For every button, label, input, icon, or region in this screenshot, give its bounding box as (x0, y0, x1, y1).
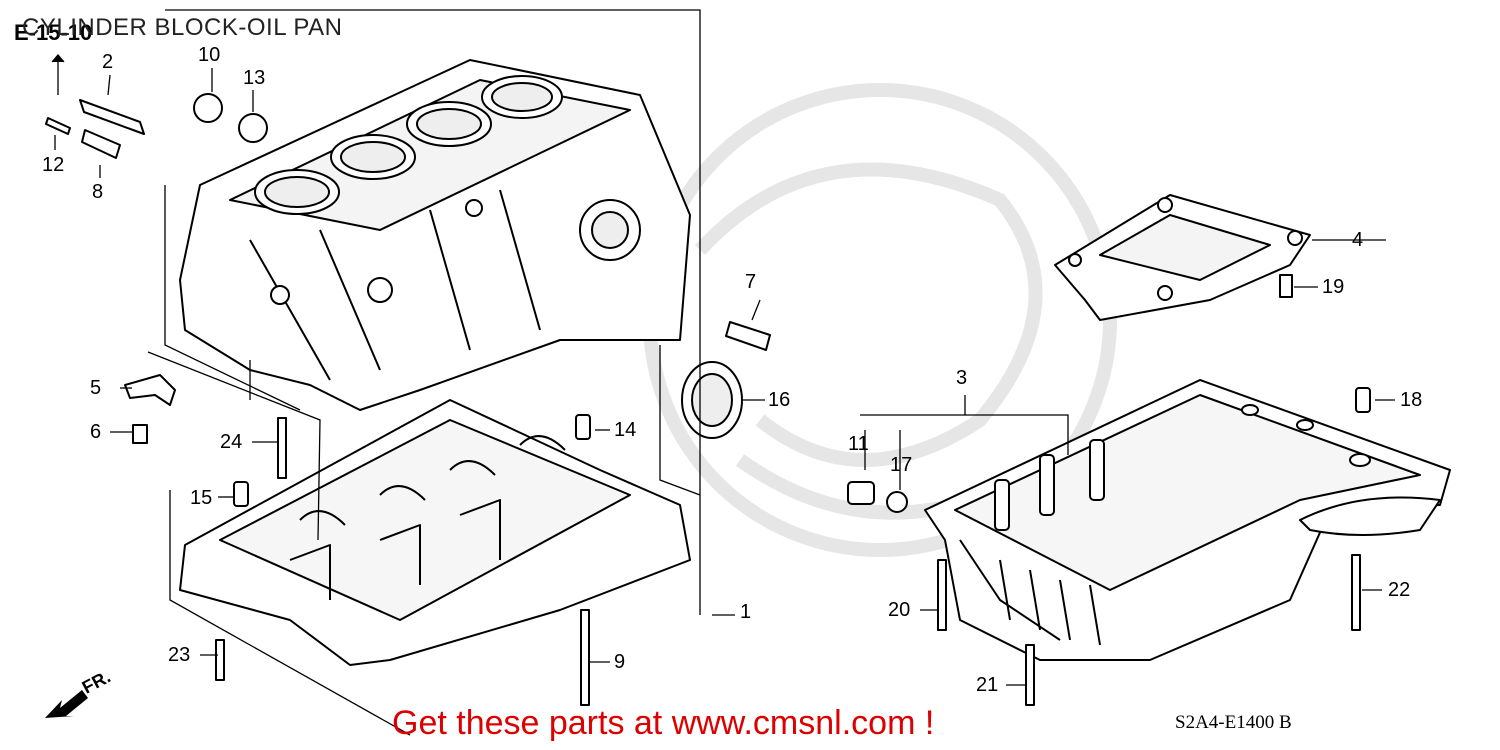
callout-14: 14 (614, 419, 637, 441)
baffle-plate (1054, 194, 1311, 321)
callout-16: 16 (768, 389, 791, 411)
callout-18: 18 (1400, 389, 1423, 411)
oil-pan (924, 379, 1451, 661)
callout-1: 1 (740, 601, 752, 623)
callout-6: 6 (90, 421, 102, 443)
callout-12: 12 (42, 154, 65, 176)
callout-13: 13 (243, 67, 266, 89)
callout-20: 20 (888, 599, 911, 621)
watermark-link-text: Get these parts at www.cmsnl.com ! (392, 704, 935, 742)
cylinder-block (179, 59, 691, 411)
page-title: CYLINDER BLOCK-OIL PAN (22, 14, 343, 41)
callout-15: 15 (190, 487, 213, 509)
callout-19: 19 (1322, 276, 1345, 298)
callout-5: 5 (90, 377, 102, 399)
callout-10: 10 (198, 44, 221, 66)
callout-22: 22 (1388, 579, 1411, 601)
callout-24: 24 (220, 431, 243, 453)
callout-9: 9 (614, 651, 626, 673)
section-code: E-15-10 (14, 20, 93, 45)
callout-3: 3 (956, 367, 968, 389)
callout-7: 7 (745, 271, 757, 293)
callout-4: 4 (1352, 229, 1364, 251)
callout-11: 11 (848, 433, 869, 455)
drawing-code: S2A4-E1400 B (1175, 712, 1292, 733)
callout-8: 8 (92, 181, 104, 203)
front-arrow-icon (45, 690, 88, 718)
callout-23: 23 (168, 644, 191, 666)
callout-2: 2 (102, 51, 114, 73)
leader-lines (51, 9, 1395, 736)
callout-21: 21 (976, 674, 999, 696)
lower-block (179, 399, 691, 666)
small-parts (45, 93, 1371, 706)
callout-17: 17 (890, 454, 913, 476)
